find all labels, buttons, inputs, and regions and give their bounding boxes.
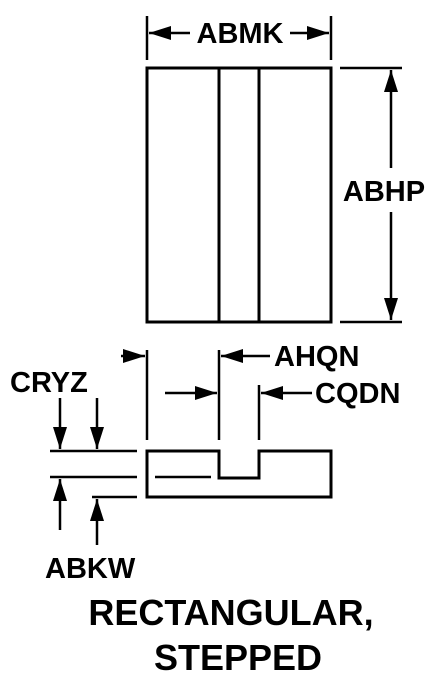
top-view-outline [145,66,333,324]
slot-offset-dimension: CQDN [165,378,400,410]
width-dimension: ABMK [145,16,333,60]
caption-line-1: RECTANGULAR, [88,592,373,633]
top-view [145,66,333,324]
thickness-label: ABKW [45,553,136,585]
slot-width-dimension: AHQN [121,341,359,373]
step-depth-dimension: CRYZ [10,367,137,479]
height-label: ABHP [343,176,425,208]
step-depth-label: CRYZ [10,367,88,399]
width-label: ABMK [197,18,284,50]
height-dimension: ABHP [340,66,425,324]
slot-width-label: AHQN [274,341,359,373]
thickness-dimension: ABKW [45,479,137,585]
profile-outline [145,449,333,499]
slot-offset-label: CQDN [315,378,400,410]
caption-line-2: STEPPED [154,637,322,678]
profile-view [145,449,333,499]
